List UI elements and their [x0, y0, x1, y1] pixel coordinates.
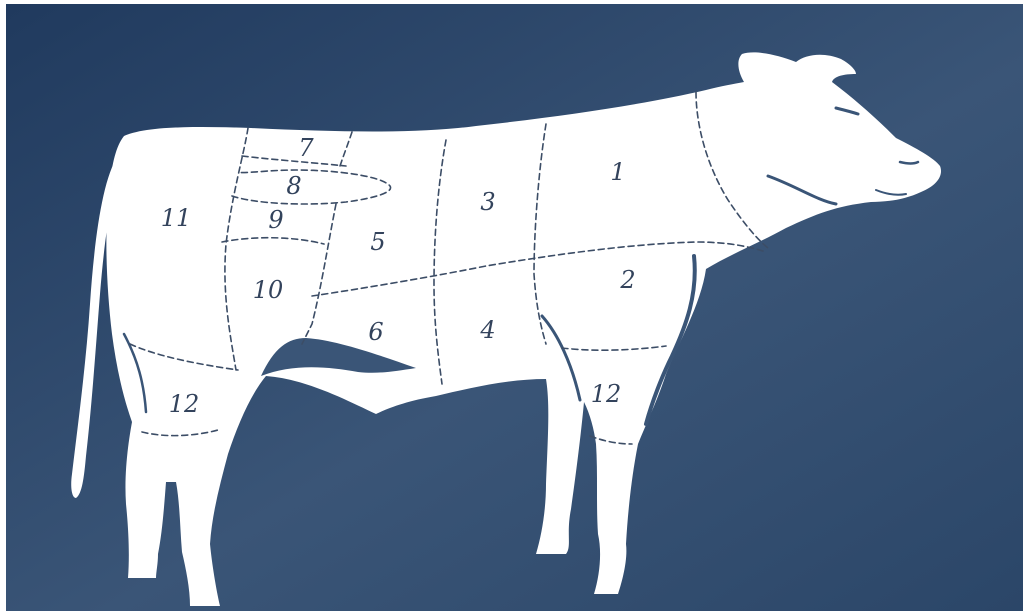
cut-label-2: 2: [619, 266, 635, 294]
cut-label-3: 3: [480, 188, 495, 216]
diagram-canvas: 1 2 3 4 5 6 7 8 9 10 11 12 12: [6, 4, 1023, 611]
beef-cuts-diagram: 1 2 3 4 5 6 7 8 9 10 11 12 12: [6, 4, 1023, 611]
cut-label-5: 5: [370, 228, 385, 256]
cut-label-8: 8: [286, 172, 301, 200]
cut-label-6: 6: [368, 318, 383, 346]
cut-label-11: 11: [161, 204, 192, 232]
cut-label-12-fore: 12: [591, 380, 622, 408]
cut-label-12-hind: 12: [169, 390, 200, 418]
cut-label-4: 4: [479, 316, 495, 344]
cut-label-1: 1: [610, 158, 625, 186]
cut-label-10: 10: [253, 276, 284, 304]
cow-nostril: [900, 162, 918, 164]
cut-label-9: 9: [268, 206, 283, 234]
cut-label-7: 7: [298, 134, 314, 162]
